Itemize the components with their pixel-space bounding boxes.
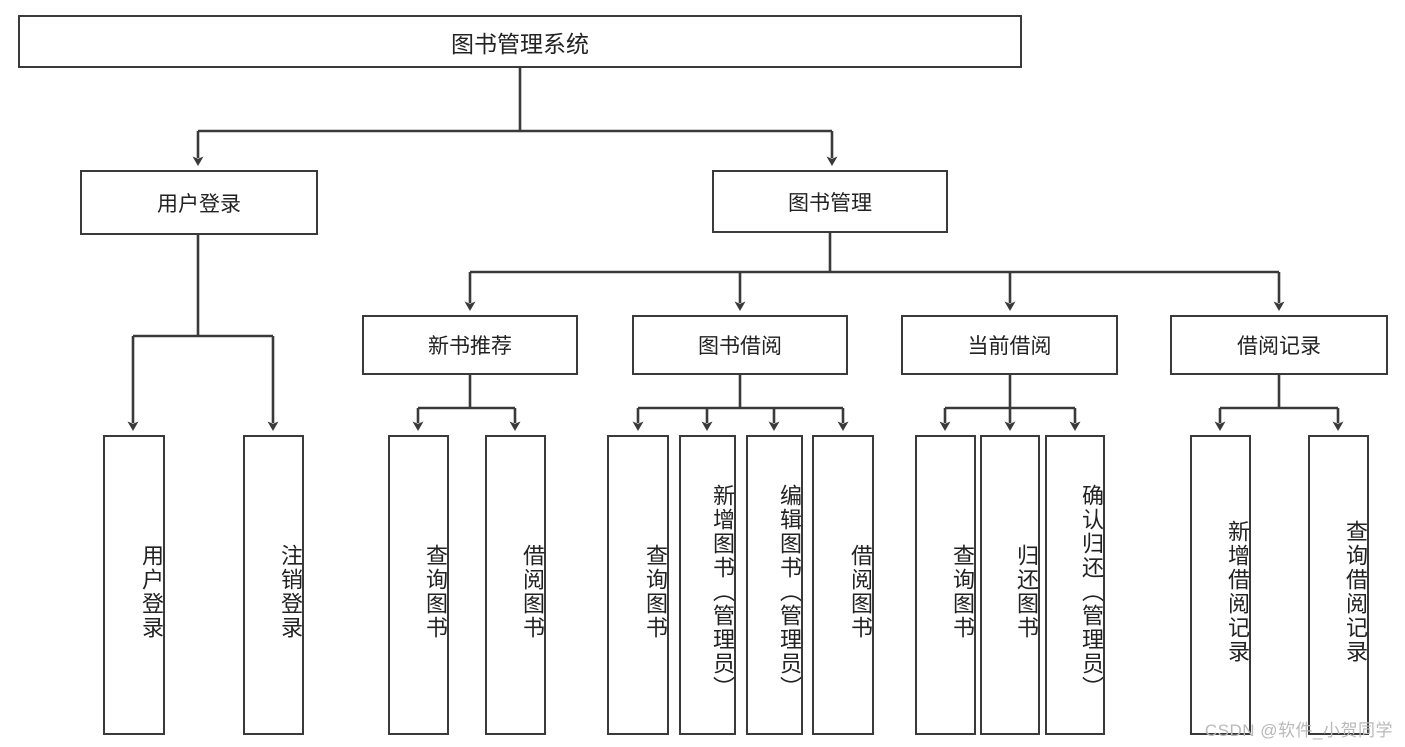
- node-label: 新书推荐: [428, 335, 512, 358]
- node-label: 图书借阅: [698, 335, 782, 358]
- node-label: 用户登录: [139, 544, 164, 640]
- node-label: 查询借阅记录: [1343, 520, 1368, 664]
- node-new-book-recommend[interactable]: 新书推荐: [362, 315, 578, 375]
- leaf-query-book-2[interactable]: 查询图书: [607, 435, 669, 735]
- leaf-user-login[interactable]: 用户登录: [103, 435, 165, 735]
- leaf-borrow-book-1[interactable]: 借阅图书: [485, 435, 546, 735]
- node-user-login[interactable]: 用户登录: [80, 170, 318, 235]
- leaf-confirm-return[interactable]: 确认归还（管理员）: [1045, 435, 1105, 735]
- leaf-logout[interactable]: 注销登录: [243, 435, 304, 735]
- node-label: 编辑图书（管理员）: [777, 484, 802, 700]
- leaf-add-book[interactable]: 新增图书（管理员）: [679, 435, 736, 735]
- node-label: 图书管理系统: [451, 30, 589, 57]
- node-label: 注销登录: [278, 544, 303, 640]
- node-label: 归还图书: [1014, 544, 1039, 640]
- node-book-borrow[interactable]: 图书借阅: [632, 315, 848, 375]
- node-label: 新增图书（管理员）: [710, 484, 735, 700]
- node-label: 图书管理: [788, 191, 872, 215]
- node-label: 当前借阅: [967, 335, 1052, 358]
- node-current-borrow[interactable]: 当前借阅: [901, 315, 1118, 375]
- node-borrow-record[interactable]: 借阅记录: [1170, 315, 1388, 375]
- node-label: 用户登录: [157, 192, 241, 216]
- node-book-manage[interactable]: 图书管理: [712, 170, 948, 233]
- leaf-return-book[interactable]: 归还图书: [980, 435, 1040, 735]
- node-label: 查询图书: [423, 544, 448, 640]
- leaf-add-record[interactable]: 新增借阅记录: [1190, 435, 1251, 735]
- leaf-query-book-1[interactable]: 查询图书: [388, 435, 449, 735]
- leaf-query-book-3[interactable]: 查询图书: [915, 435, 976, 735]
- watermark: CSDN @软件_小贺同学: [1204, 721, 1393, 740]
- leaf-query-record[interactable]: 查询借阅记录: [1308, 435, 1369, 735]
- node-label: 新增借阅记录: [1225, 520, 1250, 664]
- node-label: 确认归还（管理员）: [1079, 484, 1104, 700]
- leaf-borrow-book-2[interactable]: 借阅图书: [812, 435, 874, 735]
- node-root[interactable]: 图书管理系统: [18, 15, 1022, 68]
- node-label: 借阅图书: [520, 544, 545, 640]
- node-label: 查询图书: [643, 544, 668, 640]
- node-label: 借阅记录: [1237, 335, 1321, 358]
- leaf-edit-book[interactable]: 编辑图书（管理员）: [746, 435, 803, 735]
- node-label: 借阅图书: [848, 544, 873, 640]
- node-label: 查询图书: [950, 544, 975, 640]
